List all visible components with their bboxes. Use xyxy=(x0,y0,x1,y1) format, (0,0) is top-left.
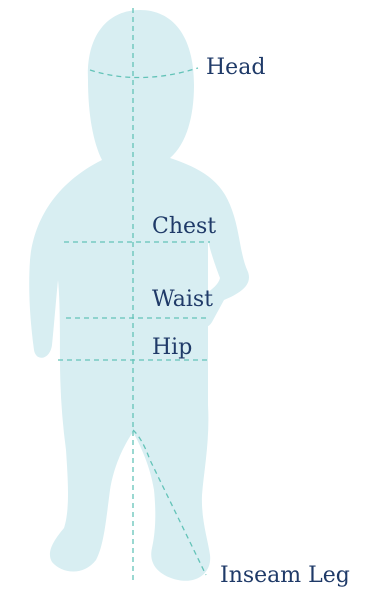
child-silhouette xyxy=(29,10,249,581)
waist-label: Waist xyxy=(152,287,213,313)
chest-label: Chest xyxy=(152,214,216,240)
inseam-leg-label: Inseam Leg xyxy=(220,563,350,589)
head-label: Head xyxy=(206,55,265,81)
hip-label: Hip xyxy=(152,335,192,361)
